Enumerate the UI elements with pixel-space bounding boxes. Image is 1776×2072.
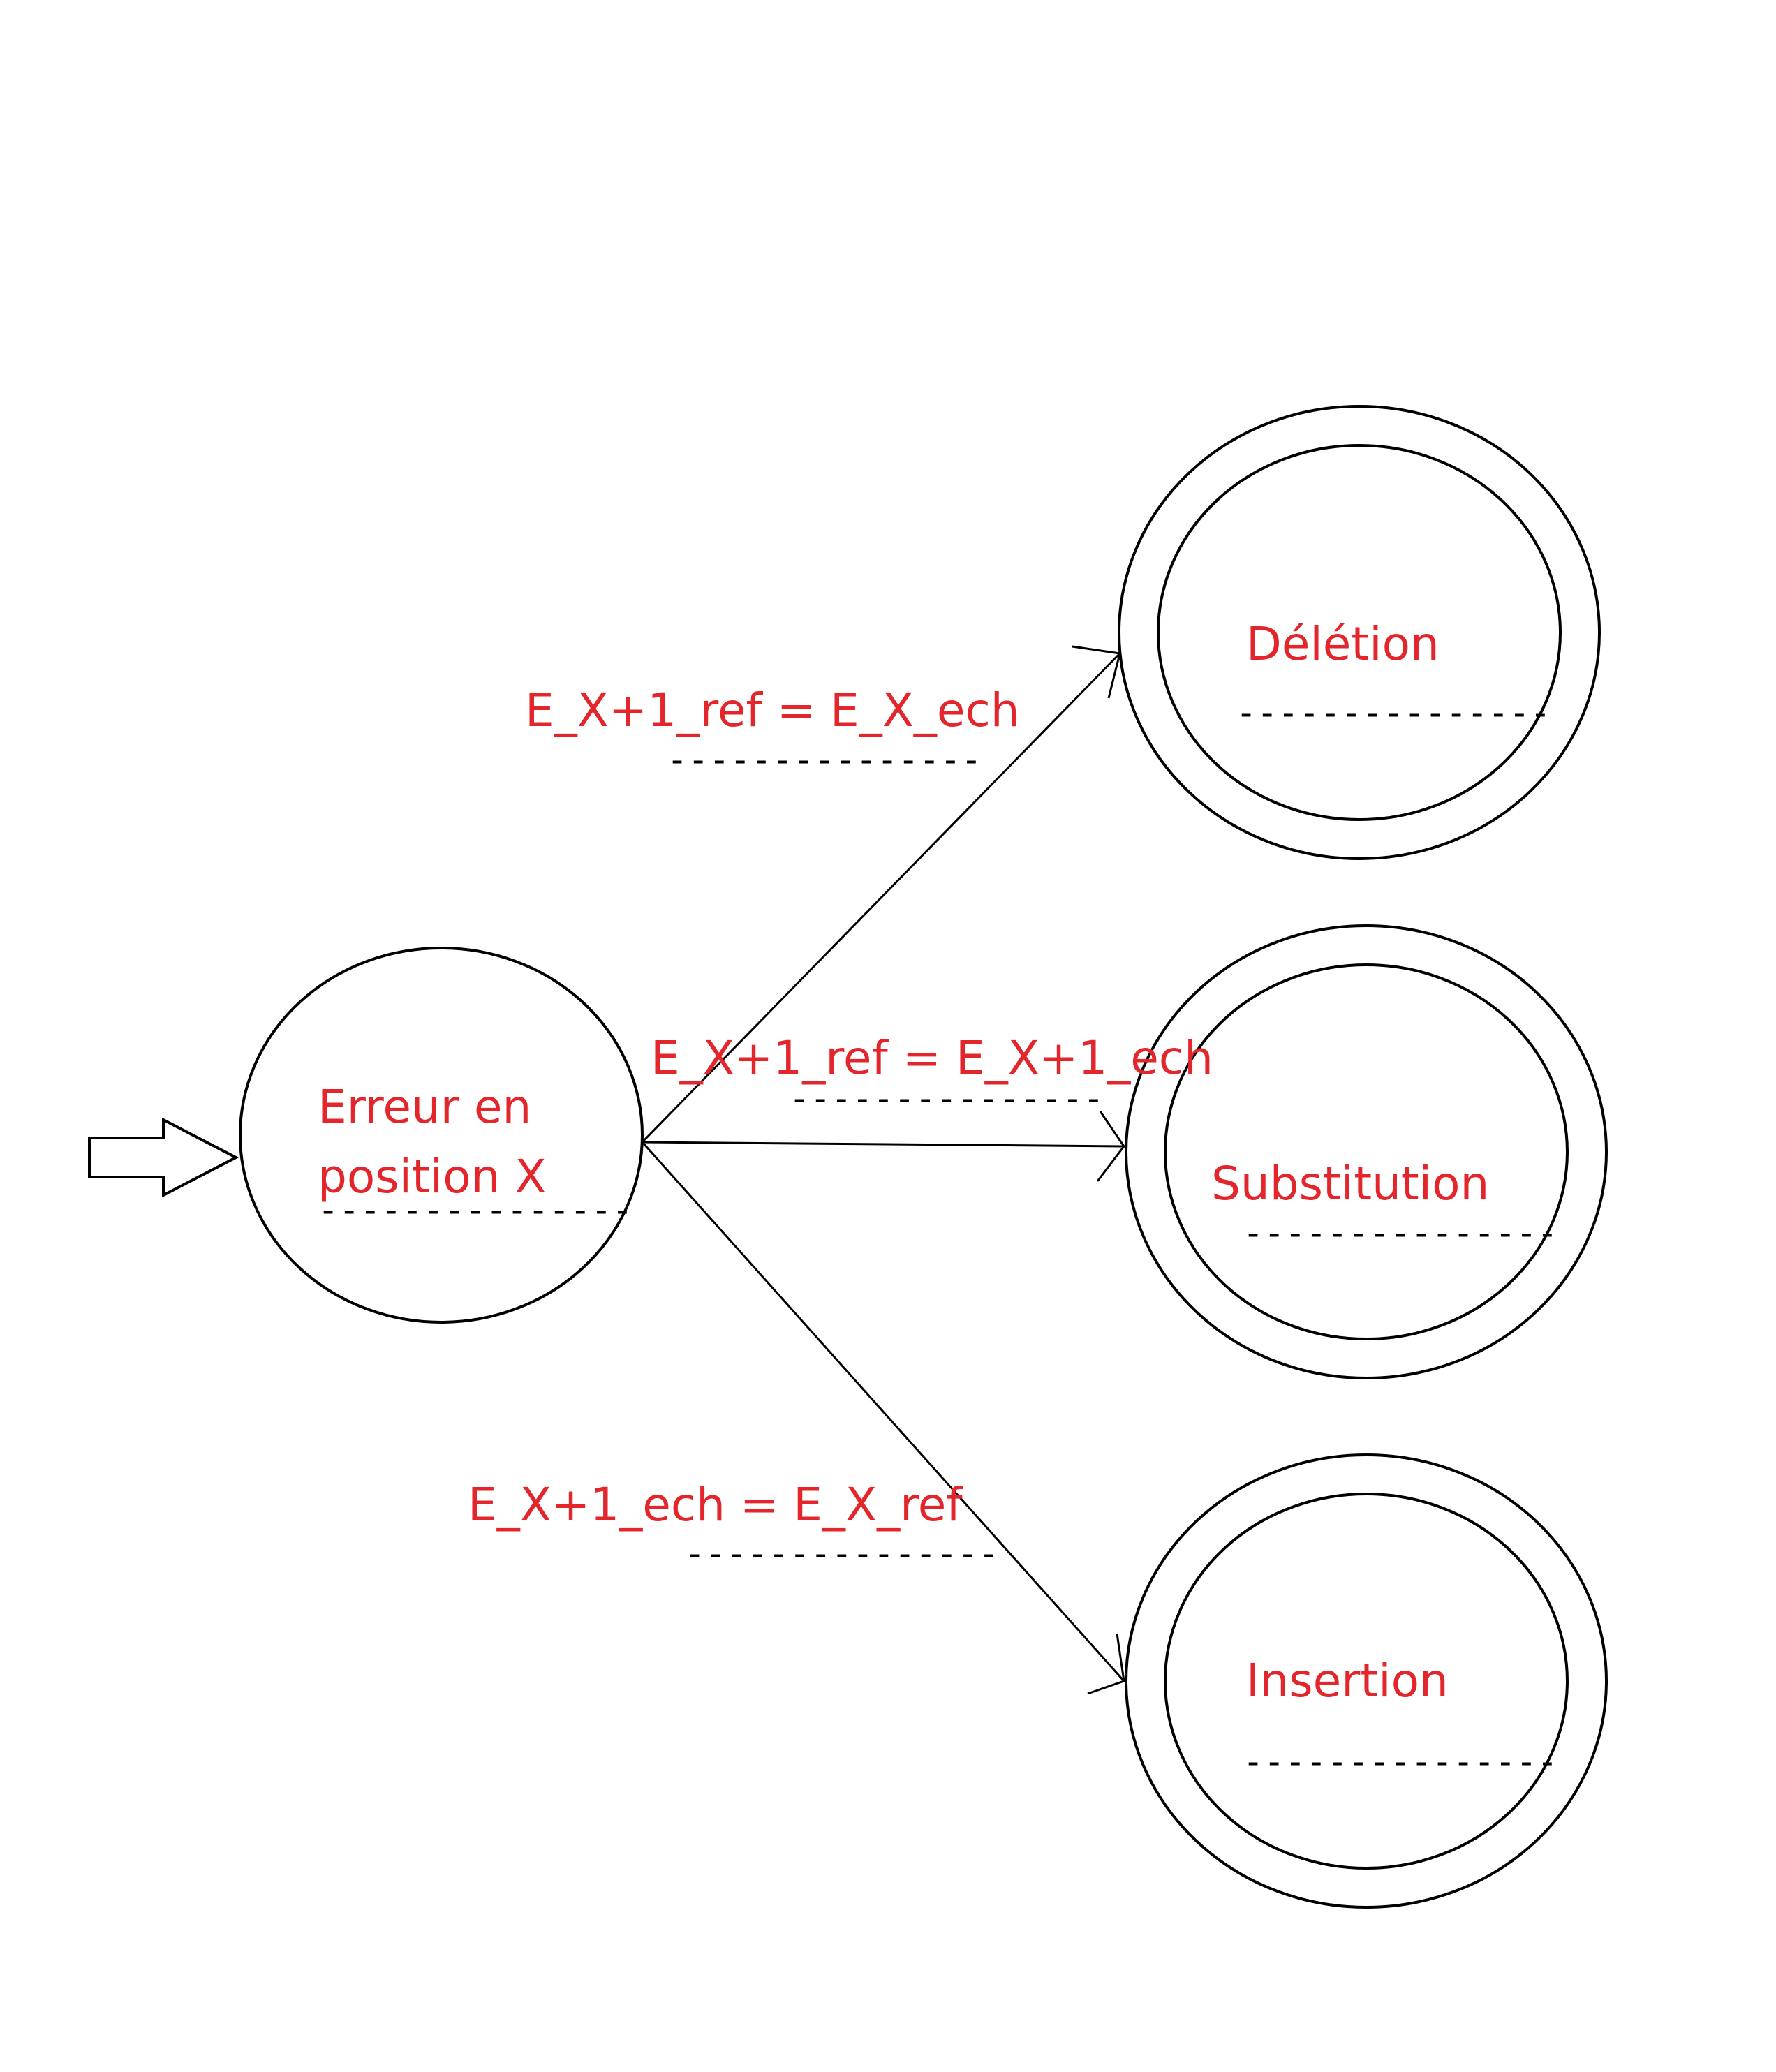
state-label-insertion: Insertion [1246, 1654, 1449, 1708]
state-circle-erreur [239, 947, 644, 1324]
state-dashes-insertion: --------------- [1243, 1741, 1558, 1782]
transition-to-insertion: E_X+1_ech = E_X_ref --------------- [468, 1141, 1125, 1695]
state-label-erreur-line1: Erreur en [318, 1080, 531, 1134]
state-deletion: Délétion --------------- [1118, 405, 1601, 860]
state-label-substitution: Substitution [1211, 1157, 1489, 1211]
state-insertion: Insertion --------------- [1125, 1453, 1608, 1909]
transition-dashes-deletion: --------------- [667, 739, 982, 780]
state-outer-circle-insertion [1125, 1453, 1608, 1909]
transition-line-deletion [641, 652, 1121, 1144]
transition-to-substitution: E_X+1_ref = E_X+1_ech --------------- [642, 1031, 1213, 1182]
state-dashes-substitution: --------------- [1243, 1213, 1558, 1253]
transition-dashes-substitution: --------------- [789, 1078, 1104, 1118]
transition-label-insertion: E_X+1_ech = E_X_ref [468, 1478, 963, 1532]
arrowhead-insertion [1087, 1633, 1125, 1695]
transition-label-substitution: E_X+1_ref = E_X+1_ech [651, 1031, 1213, 1085]
transition-dashes-insertion: --------------- [684, 1533, 1000, 1574]
state-inner-circle-substitution [1164, 963, 1569, 1340]
state-outer-circle-deletion [1118, 405, 1601, 860]
state-dashes-deletion: --------------- [1236, 693, 1551, 733]
state-inner-circle-insertion [1164, 1493, 1569, 1870]
start-arrow [88, 1117, 239, 1198]
state-outer-circle-substitution [1125, 924, 1608, 1379]
state-dashes-erreur: --------------- [318, 1190, 633, 1230]
transition-label-deletion: E_X+1_ref = E_X_ech [525, 683, 1020, 737]
transition-to-deletion: E_X+1_ref = E_X_ech --------------- [525, 645, 1121, 1144]
state-erreur-position-x: Erreur en position X --------------- [239, 947, 644, 1324]
transition-line-substitution [642, 1141, 1125, 1148]
state-label-erreur-line2: position X [318, 1150, 547, 1204]
state-inner-circle-deletion [1157, 444, 1562, 821]
arrowhead-deletion [1072, 645, 1121, 699]
arrowhead-substitution [1096, 1111, 1125, 1182]
state-substitution: Substitution --------------- [1125, 924, 1608, 1379]
transition-line-insertion [641, 1141, 1125, 1682]
state-label-deletion: Délétion [1246, 617, 1440, 671]
